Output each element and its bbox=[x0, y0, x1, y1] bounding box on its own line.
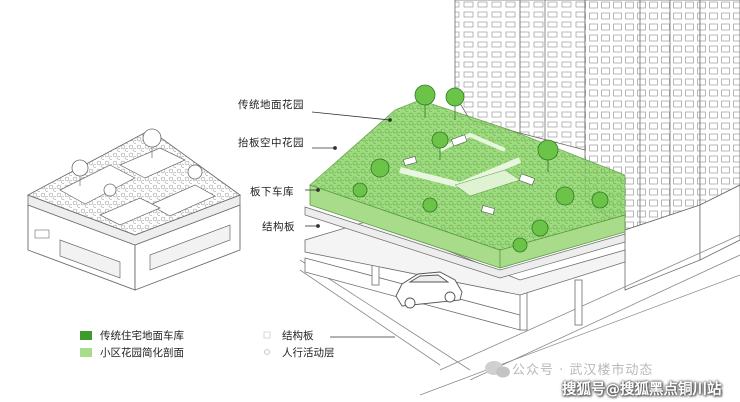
legend-swatch-ground-garage bbox=[80, 331, 92, 340]
legend-label: 结构板 bbox=[282, 330, 314, 342]
legend-item-ground-garage: 传统住宅地面车库 bbox=[100, 328, 184, 343]
legend-label: 人行活动层 bbox=[282, 347, 335, 359]
callout-leaders bbox=[305, 111, 392, 228]
residential-tower bbox=[454, 0, 740, 291]
legend-item-structural-slab: 结构板 bbox=[282, 328, 314, 343]
car bbox=[395, 271, 463, 309]
ground-lines bbox=[299, 234, 740, 396]
callout-structural-slab: 结构板 bbox=[262, 221, 295, 233]
legend-swatch-structural-slab bbox=[263, 331, 271, 339]
legend-label: 小区花园简化剖面 bbox=[100, 347, 184, 359]
elevated-garden-slab bbox=[304, 84, 626, 279]
watermark-wechat: 公众号 · 武汉楼市动态 bbox=[512, 363, 654, 378]
callout-underground-garage: 板下车库 bbox=[250, 186, 294, 198]
callout-ground-garden: 传统地面花园 bbox=[238, 99, 304, 111]
legend-item-pedestrian-level: 人行活动层 bbox=[282, 345, 335, 360]
legend-icon-pedestrian-level bbox=[264, 349, 270, 355]
legend-swatch-garden-section bbox=[80, 348, 92, 357]
callout-elevated-garden: 抬板空中花园 bbox=[238, 137, 304, 149]
legend-label: 传统住宅地面车库 bbox=[100, 330, 184, 342]
wechat-icon bbox=[485, 361, 510, 378]
watermark-sohu: 搜狐号@搜狐黑点铜川站 bbox=[562, 382, 722, 398]
traditional-garage-block bbox=[26, 128, 241, 291]
legend-item-garden-section: 小区花园简化剖面 bbox=[100, 345, 184, 360]
